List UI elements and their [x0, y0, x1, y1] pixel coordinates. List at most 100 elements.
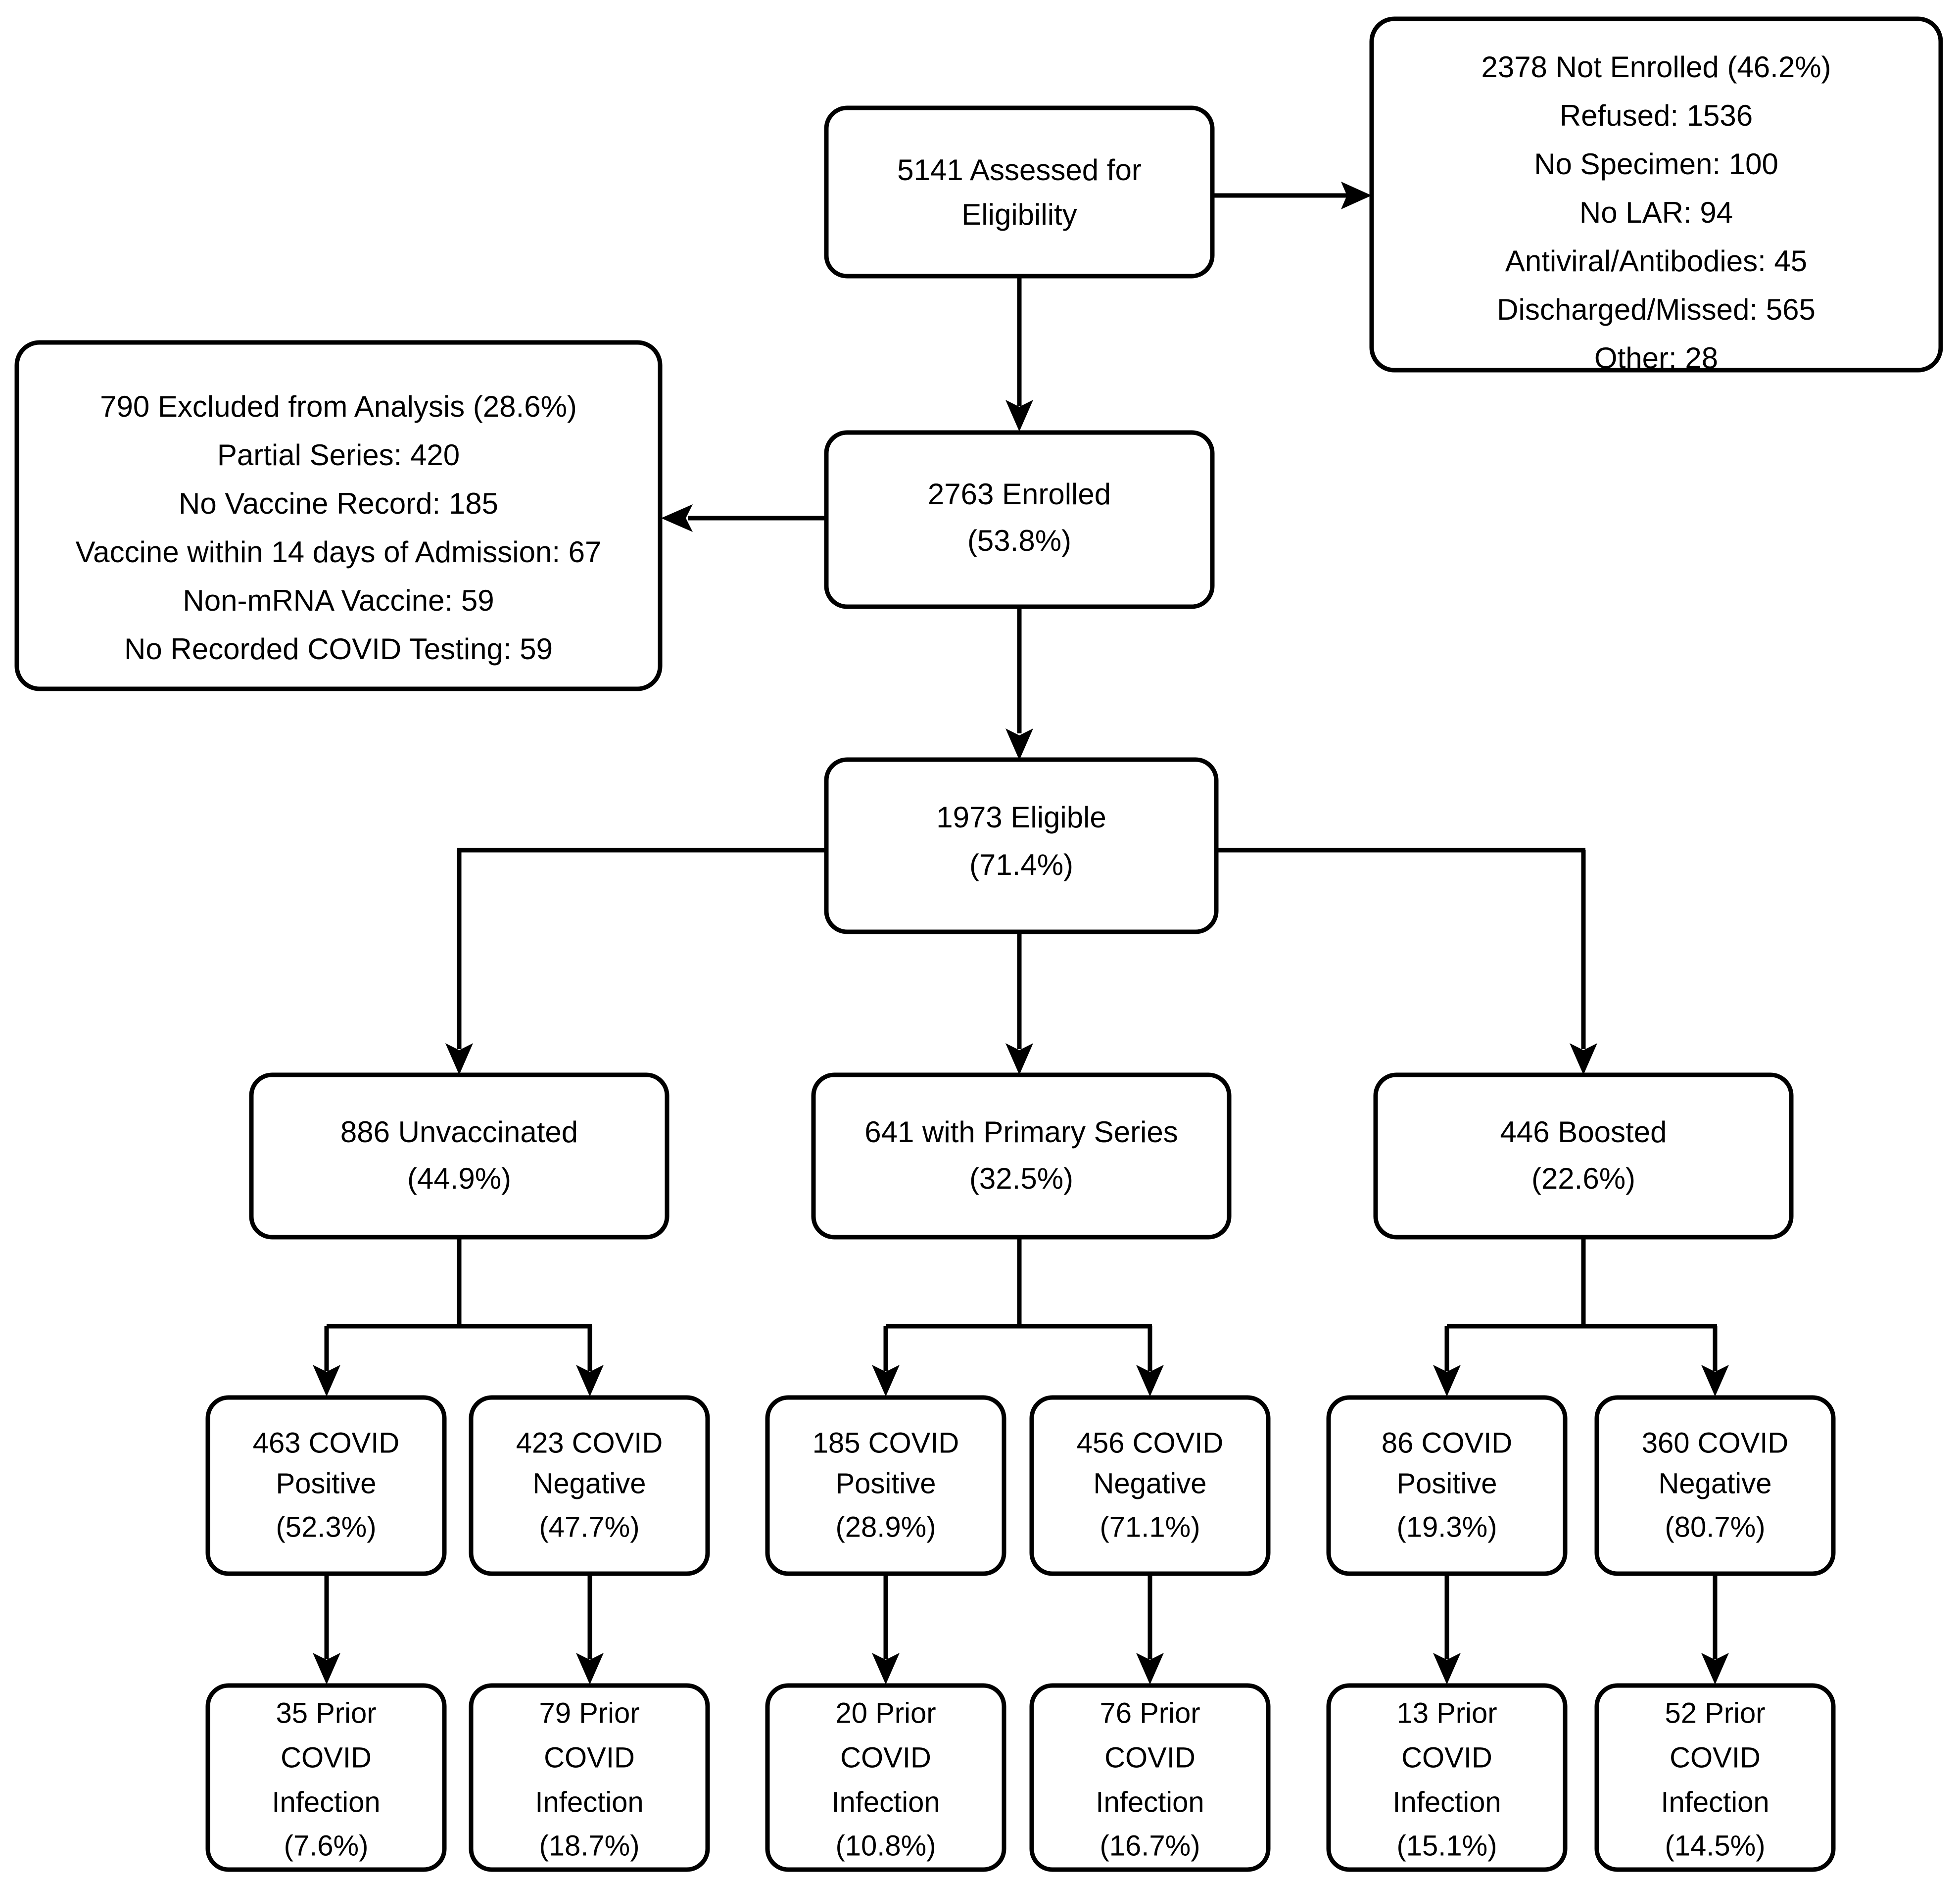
node-primary-series[interactable]: 641 with Primary Series (32.5%) — [811, 1072, 1232, 1240]
edge-unvax-pos-to-prior — [313, 1574, 340, 1685]
node-line: (14.5%) — [1665, 1830, 1765, 1862]
node-boosted-neg-prior-infection[interactable]: 52 Prior COVID Infection (14.5%) — [1594, 1683, 1836, 1872]
edge-boosted-neg-to-prior — [1701, 1574, 1729, 1685]
node-box — [1326, 1683, 1568, 1872]
node-box — [249, 1072, 669, 1240]
node-box — [824, 105, 1215, 279]
node-line: No LAR: 94 — [1579, 196, 1733, 229]
node-eligible[interactable]: 1973 Eligible (71.4%) — [824, 757, 1219, 934]
node-box — [765, 1395, 1006, 1576]
node-line: (32.5%) — [969, 1162, 1073, 1195]
node-line: 185 COVID — [813, 1427, 959, 1459]
node-line: COVID — [1670, 1741, 1761, 1774]
node-box — [1369, 16, 1943, 373]
node-primary-covid-negative[interactable]: 456 COVID Negative (71.1%) — [1029, 1395, 1271, 1576]
node-line: No Recorded COVID Testing: 59 — [124, 632, 553, 666]
node-line: Discharged/Missed: 565 — [1497, 293, 1816, 326]
edge-primary-series-split — [872, 1235, 1164, 1397]
edge-enrolled-to-eligible — [1005, 606, 1033, 760]
edge-boosted-split — [1433, 1235, 1729, 1397]
node-line: 423 COVID — [516, 1427, 663, 1459]
node-primary-neg-prior-infection[interactable]: 76 Prior COVID Infection (16.7%) — [1029, 1683, 1271, 1872]
node-line: (71.4%) — [969, 848, 1073, 881]
node-primary-covid-positive[interactable]: 185 COVID Positive (28.9%) — [765, 1395, 1006, 1576]
node-line: (47.7%) — [539, 1511, 639, 1543]
node-unvaccinated[interactable]: 886 Unvaccinated (44.9%) — [249, 1072, 669, 1240]
edge-unvaccinated-split — [313, 1235, 604, 1397]
node-line: Negative — [533, 1467, 646, 1499]
node-line: Eligibility — [961, 198, 1077, 231]
node-line: Refused: 1536 — [1560, 99, 1753, 132]
edge-boosted-pos-to-prior — [1433, 1574, 1461, 1685]
node-line: 79 Prior — [539, 1697, 639, 1729]
node-unvaccinated-covid-positive[interactable]: 463 COVID Positive (52.3%) — [205, 1395, 447, 1576]
node-boosted-pos-prior-infection[interactable]: 13 Prior COVID Infection (15.1%) — [1326, 1683, 1568, 1872]
node-line: Infection — [1661, 1786, 1769, 1818]
node-line: No Specimen: 100 — [1534, 147, 1778, 181]
node-line: 463 COVID — [253, 1427, 400, 1459]
node-line: Infection — [535, 1786, 643, 1818]
node-boosted[interactable]: 446 Boosted (22.6%) — [1373, 1072, 1794, 1240]
edge-unvax-neg-to-prior — [576, 1574, 604, 1685]
node-unvax-neg-prior-infection[interactable]: 79 Prior COVID Infection (18.7%) — [469, 1683, 710, 1872]
node-box — [1029, 1683, 1271, 1872]
node-primary-pos-prior-infection[interactable]: 20 Prior COVID Infection (10.8%) — [765, 1683, 1006, 1872]
node-boosted-covid-positive[interactable]: 86 COVID Positive (19.3%) — [1326, 1395, 1568, 1576]
node-enrolled[interactable]: 2763 Enrolled (53.8%) — [824, 430, 1215, 609]
node-line: 52 Prior — [1665, 1697, 1765, 1729]
node-line: 20 Prior — [835, 1697, 936, 1729]
node-box — [1594, 1683, 1836, 1872]
node-line: 641 with Primary Series — [864, 1115, 1178, 1149]
node-line: Negative — [1094, 1467, 1207, 1499]
node-line: 5141 Assessed for — [897, 153, 1142, 187]
node-assessed-for-eligibility[interactable]: 5141 Assessed for Eligibility — [824, 105, 1215, 279]
node-line: Positive — [1396, 1467, 1497, 1499]
node-line: 2378 Not Enrolled (46.2%) — [1481, 50, 1831, 84]
node-boosted-covid-negative[interactable]: 360 COVID Negative (80.7%) — [1594, 1395, 1836, 1576]
node-line: 886 Unvaccinated — [340, 1115, 578, 1149]
node-line: (71.1%) — [1100, 1511, 1200, 1543]
node-line: 1973 Eligible — [936, 801, 1106, 834]
node-line: COVID — [281, 1741, 372, 1774]
node-line: Non-mRNA Vaccine: 59 — [183, 584, 494, 617]
node-line: (19.3%) — [1396, 1511, 1497, 1543]
node-box — [765, 1683, 1006, 1872]
node-line: COVID — [1401, 1741, 1492, 1774]
node-line: (7.6%) — [284, 1830, 369, 1862]
node-box — [1029, 1395, 1271, 1576]
node-line: Infection — [272, 1786, 380, 1818]
node-line: 35 Prior — [276, 1697, 376, 1729]
node-box — [469, 1395, 710, 1576]
node-line: (16.7%) — [1100, 1830, 1200, 1862]
node-line: 13 Prior — [1396, 1697, 1497, 1729]
node-line: (44.9%) — [407, 1162, 511, 1195]
node-box — [14, 340, 663, 691]
node-box — [1373, 1072, 1794, 1240]
node-not-enrolled[interactable]: 2378 Not Enrolled (46.2%) Refused: 1536 … — [1369, 16, 1943, 375]
node-excluded-from-analysis[interactable]: 790 Excluded from Analysis (28.6%) Parti… — [14, 340, 663, 691]
node-box — [824, 757, 1219, 934]
node-line: (10.8%) — [835, 1830, 936, 1862]
node-box — [1594, 1395, 1836, 1576]
node-line: Infection — [831, 1786, 940, 1818]
node-box — [205, 1683, 447, 1872]
node-line: (22.6%) — [1531, 1162, 1635, 1195]
node-line: 360 COVID — [1642, 1427, 1789, 1459]
node-box — [1326, 1395, 1568, 1576]
node-line: 456 COVID — [1077, 1427, 1224, 1459]
node-line: Other: 28 — [1594, 341, 1718, 375]
node-unvaccinated-covid-negative[interactable]: 423 COVID Negative (47.7%) — [469, 1395, 710, 1576]
node-box — [469, 1683, 710, 1872]
node-unvax-pos-prior-infection[interactable]: 35 Prior COVID Infection (7.6%) — [205, 1683, 447, 1872]
node-line: Positive — [276, 1467, 376, 1499]
node-line: (15.1%) — [1396, 1830, 1497, 1862]
connector-layer — [313, 182, 1729, 1685]
node-line: 446 Boosted — [1500, 1115, 1667, 1149]
node-line: (52.3%) — [276, 1511, 376, 1543]
node-box — [811, 1072, 1232, 1240]
edge-primary-neg-to-prior — [1136, 1574, 1164, 1685]
node-line: 2763 Enrolled — [928, 478, 1111, 511]
node-box — [205, 1395, 447, 1576]
node-line: (18.7%) — [539, 1830, 639, 1862]
